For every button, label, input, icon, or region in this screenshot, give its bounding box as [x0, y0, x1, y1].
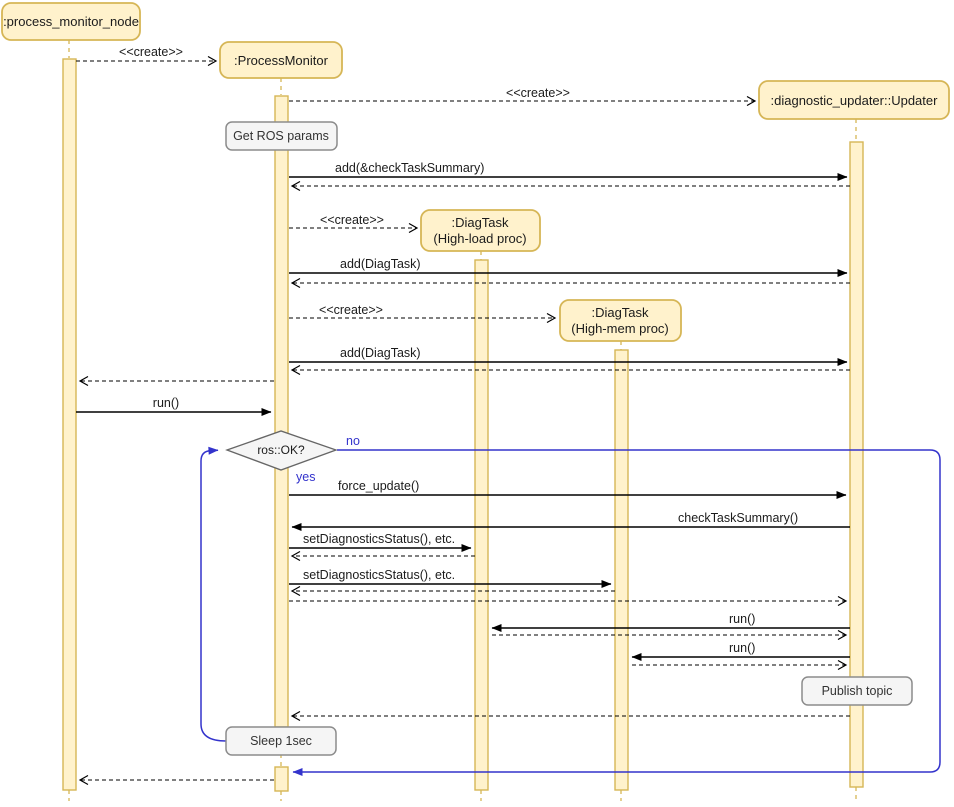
participant-label-diag-task-mem-line2: (High-mem proc) — [571, 321, 669, 336]
return-arrows — [76, 55, 850, 786]
note-get-ros-params — [225, 121, 338, 151]
label-set-diag-status-1: setDiagnosticsStatus(), etc. — [303, 532, 455, 546]
label-create-4: <<create>> — [319, 303, 383, 317]
decision-label-no: no — [346, 434, 360, 448]
activation-bar-updater — [849, 141, 864, 788]
label-check-task-summary: checkTaskSummary() — [678, 511, 798, 525]
activation-bars — [62, 58, 864, 792]
loop-back-edge-path — [200, 446, 227, 742]
participant-box-updater — [758, 80, 950, 120]
note-label-sleep-1sec: Sleep 1sec — [250, 734, 312, 748]
participant-label-diag-task-load-line2: (High-load proc) — [433, 231, 526, 246]
note-sleep-1sec — [225, 726, 337, 756]
label-force-update: force_update() — [338, 479, 419, 493]
label-create-2: <<create>> — [506, 86, 570, 100]
activation-bar-process-monitor-tail — [274, 766, 289, 792]
note-boxes: Get ROS params Publish topic Sleep 1sec — [225, 121, 913, 756]
label-run-task-2: run() — [729, 641, 755, 655]
label-run-node: run() — [153, 396, 179, 410]
label-add-diag-task-1: add(DiagTask) — [340, 257, 421, 271]
label-run-task-1: run() — [729, 612, 755, 626]
loop-no-branch-path — [292, 449, 941, 776]
label-create-1: <<create>> — [119, 45, 183, 59]
note-publish-topic — [801, 676, 913, 706]
decision: ros::OK? no yes — [225, 430, 360, 484]
decision-label-ros-ok: ros::OK? — [257, 443, 305, 457]
label-create-3: <<create>> — [320, 213, 384, 227]
activation-bar-node — [62, 58, 77, 791]
participant-label-process-monitor: :ProcessMonitor — [234, 53, 329, 68]
activation-bar-process-monitor-main — [274, 95, 289, 728]
label-add-check-task-summary: add(&checkTaskSummary) — [335, 161, 484, 175]
note-label-get-ros-params: Get ROS params — [233, 129, 329, 143]
decision-diamond-ros-ok — [225, 430, 338, 471]
loop-flow — [200, 446, 941, 776]
label-add-diag-task-2: add(DiagTask) — [340, 346, 421, 360]
participant-box-diag-task-mem — [559, 299, 682, 342]
participant-label-diag-task-mem-line1: :DiagTask — [591, 305, 649, 320]
participant-box-process-monitor-node — [1, 2, 141, 41]
activation-bar-diag-task-mem — [614, 349, 629, 791]
note-label-publish-topic: Publish topic — [822, 684, 893, 698]
lifelines — [68, 40, 857, 801]
call-arrows — [76, 173, 850, 661]
participant-box-process-monitor — [219, 41, 343, 79]
decision-label-yes: yes — [296, 470, 315, 484]
participant-label-updater: :diagnostic_updater::Updater — [771, 93, 939, 108]
activation-bar-diag-task-load — [474, 259, 489, 791]
participant-box-diag-task-load — [420, 209, 541, 252]
participant-boxes: :process_monitor_node :ProcessMonitor :d… — [1, 2, 950, 342]
participant-label-diag-task-load-line1: :DiagTask — [451, 215, 509, 230]
message-labels: <<create>> <<create>> add(&checkTaskSumm… — [119, 45, 798, 655]
participant-label-process-monitor-node: :process_monitor_node — [3, 14, 139, 29]
label-set-diag-status-2: setDiagnosticsStatus(), etc. — [303, 568, 455, 582]
